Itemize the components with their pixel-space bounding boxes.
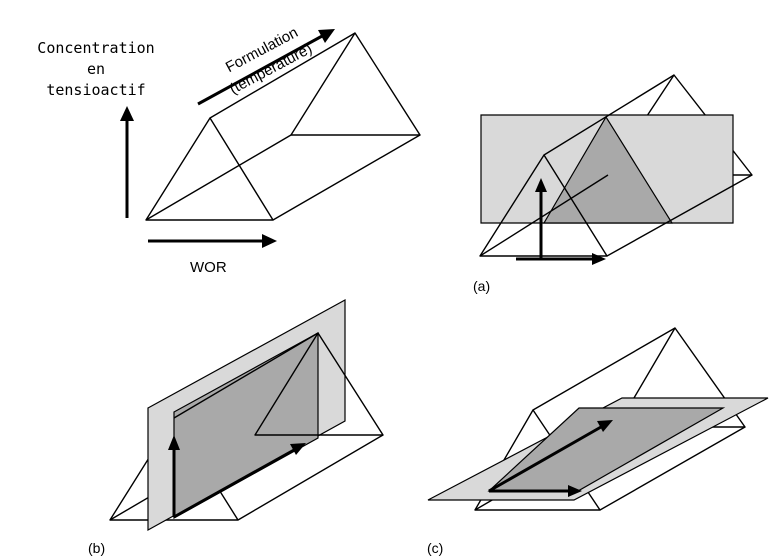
panel-a-vertical-arrow: [535, 178, 547, 259]
y-axis-label-line-3: tensioactif: [46, 81, 145, 99]
panel-c-diagonal-arrow: [488, 420, 613, 493]
panel-a-label: (a): [473, 278, 490, 294]
prism-edge: [479, 174, 609, 257]
prism-edge: [272, 134, 421, 221]
reference-prism: [145, 32, 421, 221]
y-axis-label-line-2: en: [87, 60, 105, 78]
panel-c-horizontal-arrow: [489, 485, 582, 497]
prism-edge: [209, 32, 356, 119]
y-axis-arrow: [120, 106, 134, 218]
front-triangle: [145, 117, 274, 221]
panel-b-vertical-arrow: [168, 435, 180, 517]
back-triangle: [254, 332, 384, 436]
wor-axis-arrow: [148, 234, 277, 248]
front-triangle: [479, 154, 608, 257]
section-triangle: [542, 115, 674, 224]
prism-edge: [543, 74, 675, 156]
panel-c-label: (c): [427, 540, 443, 556]
panel-b: (b): [88, 298, 384, 556]
panel-b-label: (b): [88, 540, 105, 556]
prism-edge: [173, 332, 319, 419]
panel-a-horizontal-arrow: [516, 253, 606, 265]
y-axis-label-line-1: Concentration: [37, 39, 154, 57]
panel-c: (c): [427, 327, 769, 556]
panel-b-diagonal-arrow: [173, 443, 306, 519]
prism-edge: [145, 134, 292, 221]
formulation-axis-arrow: [197, 29, 335, 106]
prism-edge: [599, 426, 746, 511]
prism-edge: [606, 174, 753, 257]
prism-edge: [532, 327, 676, 411]
prism-edge: [237, 434, 384, 521]
panel-a: (a): [473, 74, 753, 294]
back-triangle: [290, 32, 421, 136]
wor-label: WOR: [190, 259, 227, 276]
